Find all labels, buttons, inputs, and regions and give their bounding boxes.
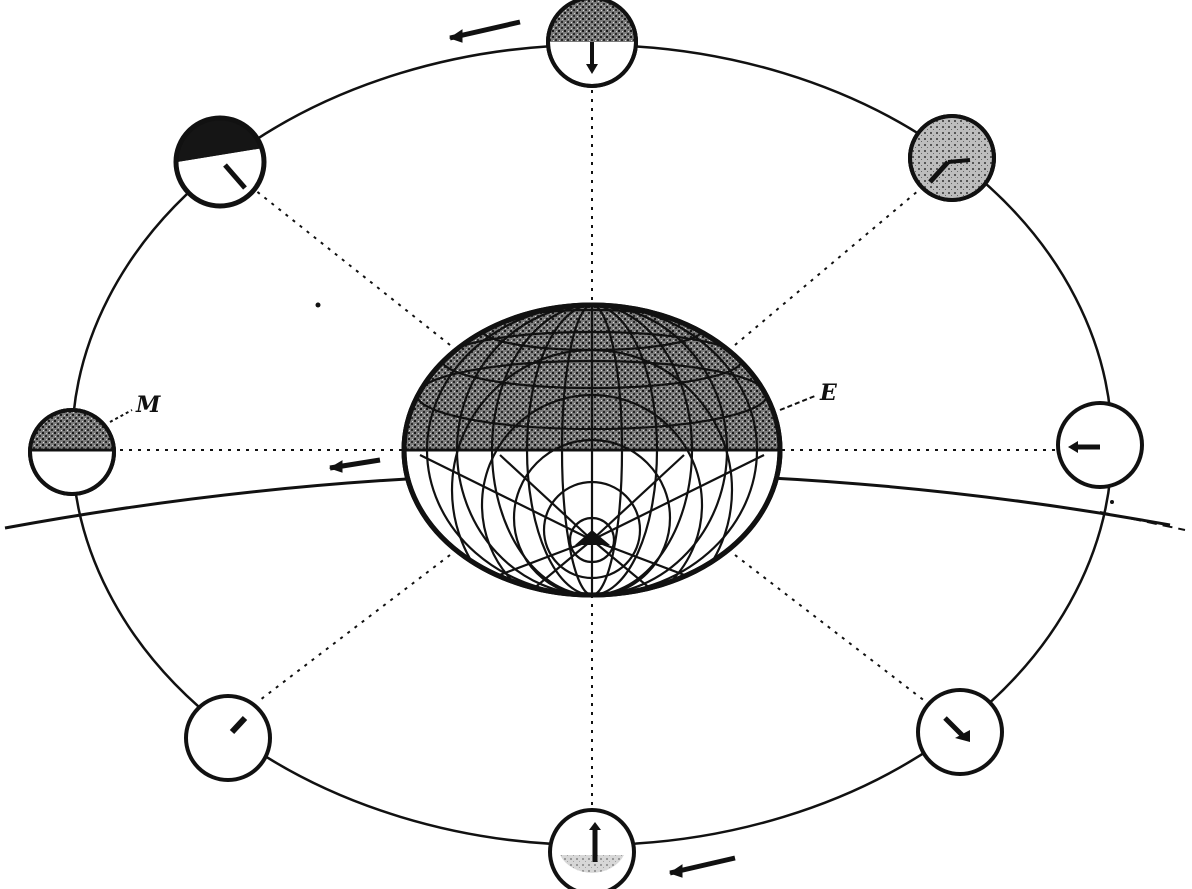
- earth-label: E: [819, 380, 838, 406]
- stray-dot: [1110, 500, 1114, 504]
- moon-upper-right: [910, 116, 994, 200]
- moon-left: [30, 408, 114, 494]
- moon-lower-left: [186, 696, 270, 780]
- earth-globe: [400, 300, 790, 630]
- earth-pointer: [780, 396, 815, 410]
- moon-upper-left: [176, 117, 264, 206]
- moon-bottom: [550, 810, 634, 889]
- stray-dot: [316, 303, 321, 308]
- moon-top: [548, 0, 636, 86]
- moon-pointer: [110, 410, 132, 422]
- moon-lower-right: [918, 690, 1002, 774]
- moon-right: [1058, 403, 1142, 487]
- moon-label: M: [135, 392, 161, 418]
